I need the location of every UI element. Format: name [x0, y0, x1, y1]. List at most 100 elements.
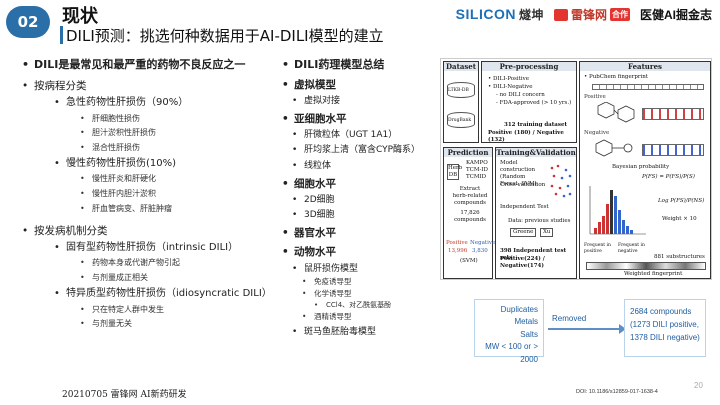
- acute-item: •急性药物性肝损伤（90%）: [54, 97, 189, 109]
- weight-label: Weight × 10: [662, 216, 697, 222]
- removal-criterion: MW < 100 or > 2000: [485, 342, 538, 364]
- removal-criterion: Metals: [514, 317, 538, 327]
- pubchem-label: • PubChem fingerprint: [584, 74, 649, 80]
- pre-line: - FDA-approved (> 10 yrs.): [496, 100, 572, 106]
- scatter-icon: [550, 164, 572, 198]
- compound-total: 2684 compounds: [630, 307, 692, 316]
- ltkb-db-label: LTKB-DB: [448, 88, 469, 93]
- mouse-model-subitem: •酒精诱导型: [302, 312, 352, 322]
- slide-header: 02 现状 DILI预测：挑选何种数据用于AI-DILI模型的建立 SILICO…: [0, 0, 720, 50]
- negative-bitstrip: [642, 144, 704, 156]
- herb-db-item: KAMPO: [466, 160, 488, 166]
- predicted-negative-label: Negative: [470, 240, 496, 246]
- dili-classification-list: •DILI是最常见和最严重的药物不良反应之一 •按病程分类 •急性药物性肝损伤（…: [22, 58, 282, 330]
- negative-label: Negative: [584, 130, 610, 136]
- mouse-model-subitem: •免疫诱导型: [302, 276, 352, 286]
- cellular-level: •细胞水平: [282, 177, 336, 190]
- acute-subitem: •肝细胞性损伤: [80, 113, 140, 123]
- xu-dataset: Xu: [540, 228, 554, 237]
- herb-db-item: TCM-ID: [466, 167, 488, 173]
- positive-bitstrip: [642, 108, 704, 120]
- main-bullet: •DILI是最常见和最严重的药物不良反应之一: [22, 58, 246, 71]
- pharmacology-model-list: •DILI药理模型总结 •虚拟模型 •虚拟对接 •亚细胞水平 •肝微粒体（UGT…: [282, 58, 442, 338]
- removal-criteria-box: Duplicates Metals Salts MW < 100 or > 20…: [474, 299, 544, 364]
- chronic-subitem: •肝血管病变、肝脏肿瘤: [80, 204, 172, 213]
- drugbank-db-icon: [447, 112, 475, 128]
- preprocessing-panel: Pre-processing • DILI-Positive • DILI-Ne…: [481, 61, 577, 143]
- data-cleaning-summary: Duplicates Metals Salts MW < 100 or > 20…: [474, 299, 706, 364]
- subcellular-level: •亚细胞水平: [282, 113, 347, 126]
- independent-set-split: Positive(224) / Negative(174): [500, 256, 545, 269]
- ltkb-db-icon: [447, 82, 475, 98]
- positive-label: Positive: [584, 94, 606, 100]
- substructures-label: 881 substructures: [654, 254, 705, 260]
- page-number: 20: [694, 381, 703, 390]
- footer-text: 20210705 雷锋网 AI新药研发: [62, 390, 187, 400]
- drugbank-db-label: DrugBank: [448, 118, 472, 123]
- probability-formula: P(FS) = P(FS)/P(S): [642, 174, 695, 180]
- pre-line: - no DILI concern: [496, 92, 545, 98]
- subcellular-subitem: •线粒体: [292, 160, 332, 171]
- negative-molecule-icon: [595, 139, 633, 157]
- predicted-positive-label: Positive: [446, 240, 468, 246]
- right-arrow-icon: [548, 324, 626, 334]
- idiosyncratic-subitem: •与剂量无关: [80, 319, 132, 329]
- bayesian-label: Bayesian probability: [612, 164, 670, 170]
- training-dataset-split: Positive (180) / Negative (132): [488, 130, 564, 143]
- intrinsic-subitem: •与剂量成正相关: [80, 273, 148, 283]
- acute-subitem: •混合性肝损伤: [80, 143, 140, 153]
- pre-line: • DILI-Positive: [488, 76, 529, 82]
- removal-criterion: Duplicates: [500, 305, 538, 314]
- intrinsic-item: •固有型药物性肝损伤（intrinsic DILI）: [54, 241, 239, 253]
- organ-level: •器官水平: [282, 227, 336, 240]
- fingerprint-bits: [592, 84, 704, 90]
- course-heading: •按病程分类: [22, 79, 87, 92]
- dili-workflow-figure: Dataset LTKB-DB DrugBank Pre-processing …: [440, 58, 712, 280]
- removed-label: Removed: [552, 314, 587, 323]
- chronic-item: •慢性药物性肝损伤(10%): [54, 157, 177, 169]
- chronic-subitem: •慢性肝内胆汁淤积: [80, 189, 156, 199]
- log-formula: Log P(FS)/P(NS): [658, 198, 705, 204]
- previous-studies-label: Data: previous studies: [508, 218, 571, 224]
- cellular-subitem: •2D细胞: [292, 194, 335, 205]
- title-accent-bar: [60, 26, 63, 44]
- compound-count: 17,826 compounds: [454, 210, 486, 223]
- slide-title: 现状: [62, 6, 98, 27]
- weighted-fingerprint-label: Weighted fingerprint: [624, 271, 683, 277]
- svm-label: (SVM): [460, 258, 478, 264]
- extract-step: Extract herb-related compounds: [452, 186, 488, 206]
- subcellular-subitem: •肝均浆上清（富含CYP酶系）: [292, 145, 421, 156]
- intrinsic-subitem: •药物本身或代谢产物引起: [80, 258, 180, 268]
- prediction-panel: Prediction Herb DB KAMPO TCM-ID TCMID Ex…: [443, 147, 496, 279]
- training-title: Training&Validation: [496, 148, 576, 157]
- cross-validation-label: Cross-validation: [500, 182, 546, 188]
- independent-set-count: 398 Independent test sets: [500, 248, 567, 261]
- leifeng-logo: 雷锋网 合作: [553, 6, 630, 23]
- greene-dataset: Greene: [510, 228, 537, 237]
- features-title: Features: [580, 62, 710, 71]
- virtual-subitem: •虚拟对接: [292, 96, 341, 107]
- compound-breakdown: (1273 DILI positive, 1378 DILI negative): [630, 319, 700, 342]
- subcellular-subitem: •肝微粒体（UGT 1A1）: [292, 130, 398, 141]
- doi-reference: DOI: 10.1186/s12859-017-1638-4: [576, 389, 658, 395]
- model-construction-label: Model construction (Random Forest, SVM): [500, 160, 537, 187]
- prediction-title: Prediction: [444, 148, 492, 157]
- dataset-panel: Dataset LTKB-DB DrugBank: [443, 61, 479, 143]
- animal-level: •动物水平: [282, 246, 336, 259]
- independent-test-label: Independent Test: [500, 204, 549, 210]
- predicted-positive-count: 13,996: [448, 248, 468, 254]
- mechanism-heading: •按发病机制分类: [22, 224, 108, 237]
- pre-line: • DILI-Negative: [488, 84, 533, 90]
- positive-molecule-icon: [597, 102, 635, 123]
- leifeng-mark-icon: [553, 8, 568, 21]
- chemical-inducer-item: •CCl4、对乙酰氨基酚: [314, 300, 392, 309]
- predicted-negative-count: 3,830: [472, 248, 488, 254]
- preprocessing-title: Pre-processing: [482, 62, 576, 71]
- chronic-subitem: •慢性肝炎和肝硬化: [80, 174, 156, 184]
- health-ai-logo: 医健AI掘金志: [639, 8, 712, 22]
- animal-subitem: •鼠肝损伤模型: [292, 263, 359, 274]
- frequent-positive-label: Frequent in positive: [584, 243, 611, 254]
- compound-result-box: 2684 compounds (1273 DILI positive, 1378…: [624, 299, 706, 357]
